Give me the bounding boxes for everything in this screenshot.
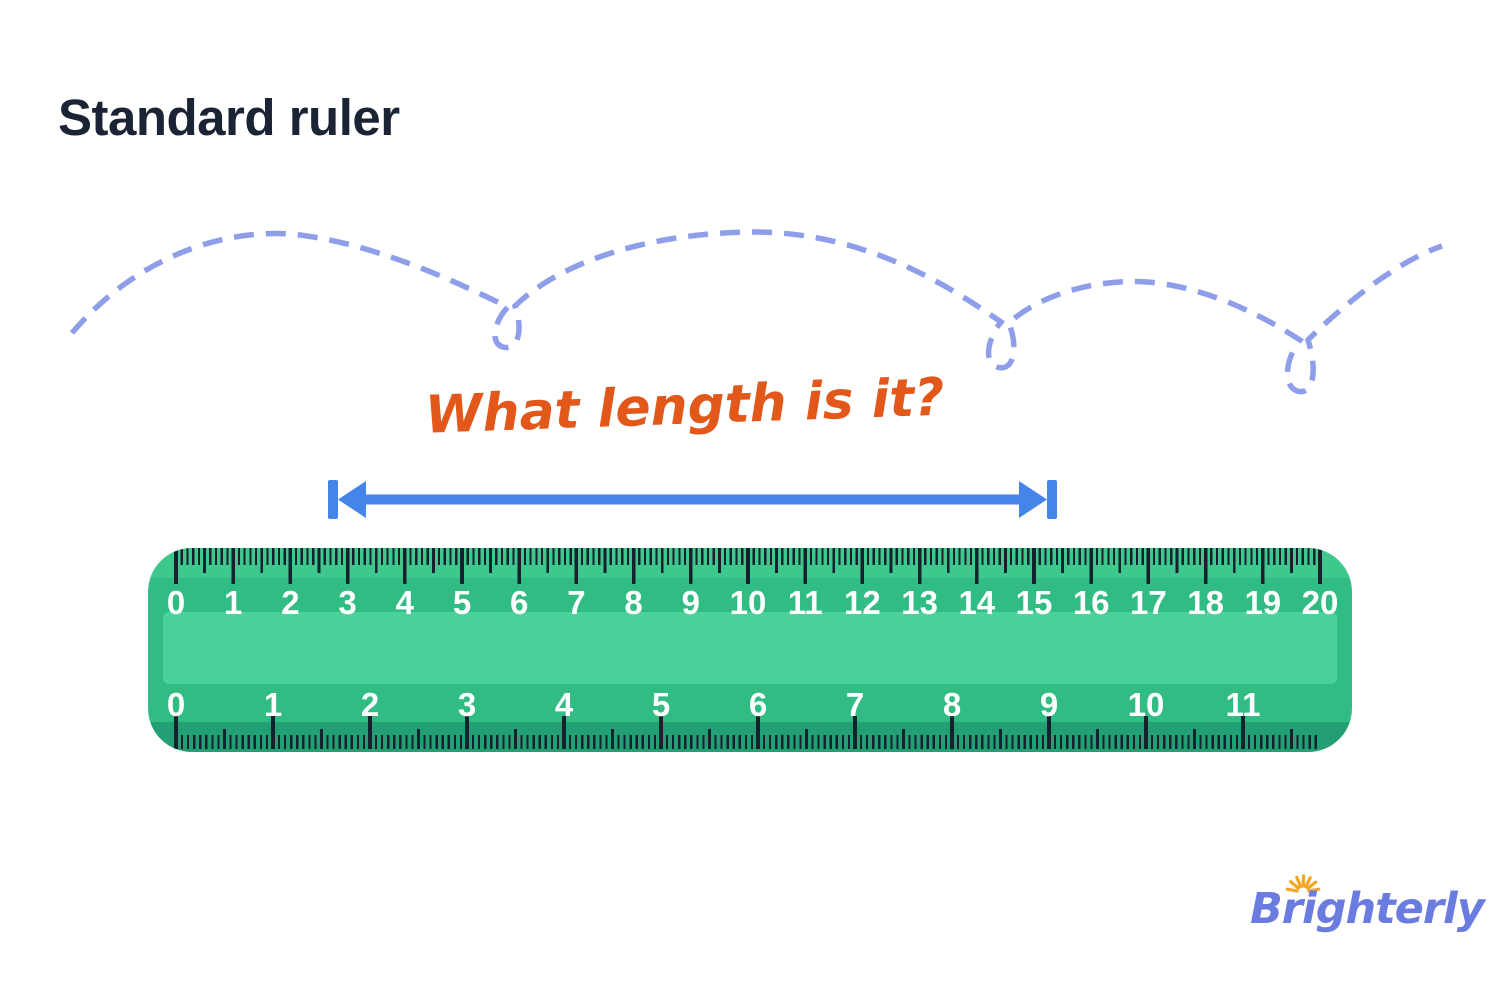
cm-number: 19 — [1244, 584, 1282, 621]
inch-number: 10 — [1127, 686, 1165, 723]
cm-number: 14 — [958, 584, 996, 621]
cm-number: 1 — [224, 584, 243, 621]
cm-number: 9 — [681, 584, 700, 621]
inch-number: 6 — [748, 686, 768, 723]
sun-ray — [1306, 880, 1318, 890]
sun-ray — [1289, 880, 1301, 890]
hop-arcs-path — [69, 229, 1443, 395]
cm-number: 2 — [281, 584, 300, 621]
arrow-right-endbar — [1047, 480, 1057, 519]
brand-logo: Brighterly — [1250, 862, 1485, 952]
brand-logo-text: Brighterly — [1250, 884, 1485, 934]
inch-number: 7 — [845, 686, 865, 723]
cm-number: 13 — [901, 584, 938, 621]
arrow-left-head — [338, 481, 366, 518]
inch-number: 11 — [1225, 686, 1261, 723]
inch-number: 9 — [1039, 686, 1059, 723]
sun-ray — [1285, 887, 1299, 893]
cm-number: 6 — [510, 584, 529, 621]
cm-number: 17 — [1130, 584, 1167, 621]
sun-ray — [1304, 876, 1312, 889]
cm-number: 7 — [567, 584, 586, 621]
cm-number: 11 — [787, 584, 823, 621]
ruler-ticks — [174, 548, 1322, 749]
cm-number: 5 — [452, 584, 472, 621]
inch-number: 8 — [942, 686, 962, 723]
cm-number: 16 — [1072, 584, 1110, 621]
page-title: Standard ruler — [58, 89, 400, 146]
ruler-inner-panel — [163, 612, 1337, 684]
inch-number: 3 — [457, 686, 477, 723]
arrow-shaft — [364, 494, 1020, 505]
cm-number: 10 — [729, 584, 767, 621]
inch-number: 2 — [360, 686, 380, 723]
cm-number: 3 — [338, 584, 357, 621]
measure-arrow — [328, 480, 1057, 519]
cm-number: 18 — [1187, 584, 1224, 621]
cm-number: 0 — [166, 584, 186, 621]
question-text: What length is it? — [424, 367, 946, 446]
sun-ray — [1295, 875, 1303, 889]
sun-icon — [1285, 874, 1321, 893]
inch-number: 4 — [554, 686, 574, 723]
arrow-left-endbar — [328, 480, 338, 519]
cm-number: 8 — [624, 584, 643, 621]
inch-number: 1 — [263, 686, 283, 723]
cm-number: 12 — [844, 584, 881, 621]
inch-number: 0 — [166, 686, 186, 723]
cm-number: 20 — [1301, 584, 1339, 621]
cm-number: 4 — [395, 584, 414, 621]
sun-ray — [1307, 887, 1321, 893]
inch-number: 5 — [651, 686, 671, 723]
arrow-right-head — [1019, 481, 1047, 518]
cm-number: 15 — [1015, 584, 1053, 621]
